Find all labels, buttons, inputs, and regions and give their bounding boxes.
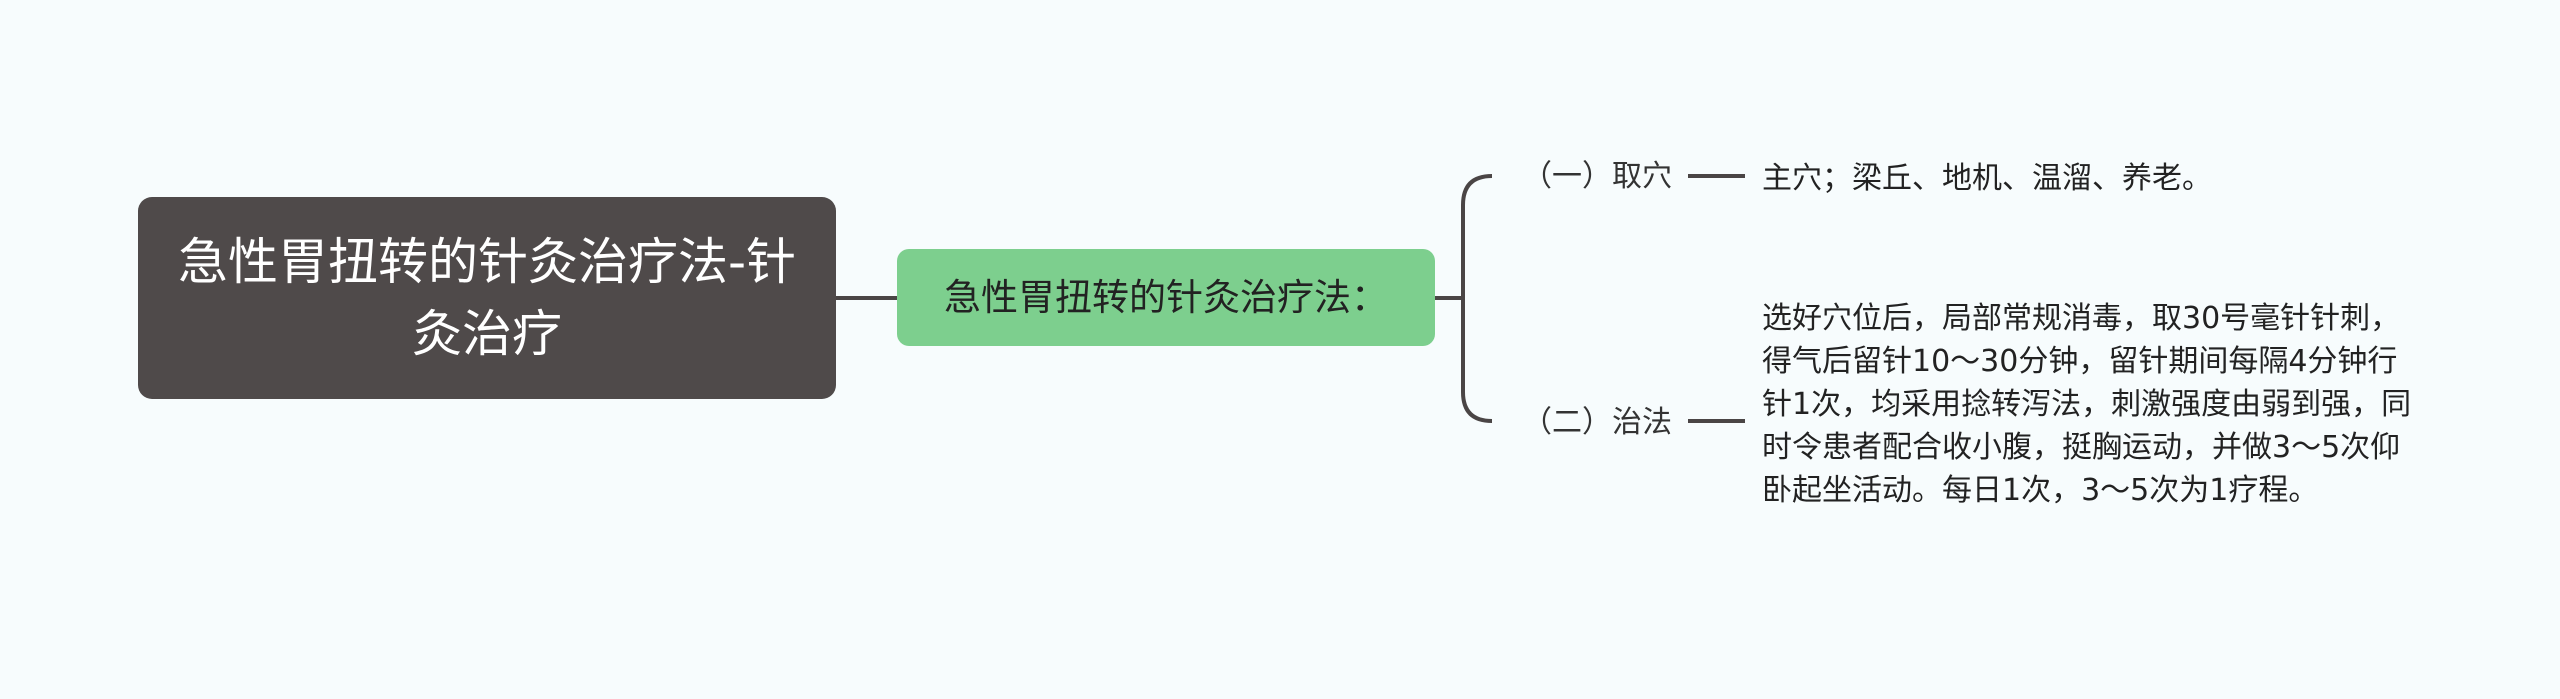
branch-acupoint-selection[interactable]: （一）取穴 — [1522, 159, 1672, 194]
root-title: 急性胃扭转的针灸治疗法-针灸治疗 — [177, 233, 797, 363]
leaf-acupoints[interactable]: 主穴；梁丘、地机、温溜、养老。 — [1762, 161, 2212, 196]
root-node[interactable]: 急性胃扭转的针灸治疗法-针灸治疗 — [138, 197, 836, 399]
topic-node[interactable]: 急性胃扭转的针灸治疗法： — [897, 249, 1435, 346]
branch-treatment-method[interactable]: （二）治法 — [1522, 405, 1672, 440]
branch-bracket — [1461, 174, 1493, 423]
leaf-treatment-details[interactable]: 选好穴位后，局部常规消毒，取30号毫针针刺，得气后留针10～30分钟，留针期间每… — [1762, 301, 2412, 508]
